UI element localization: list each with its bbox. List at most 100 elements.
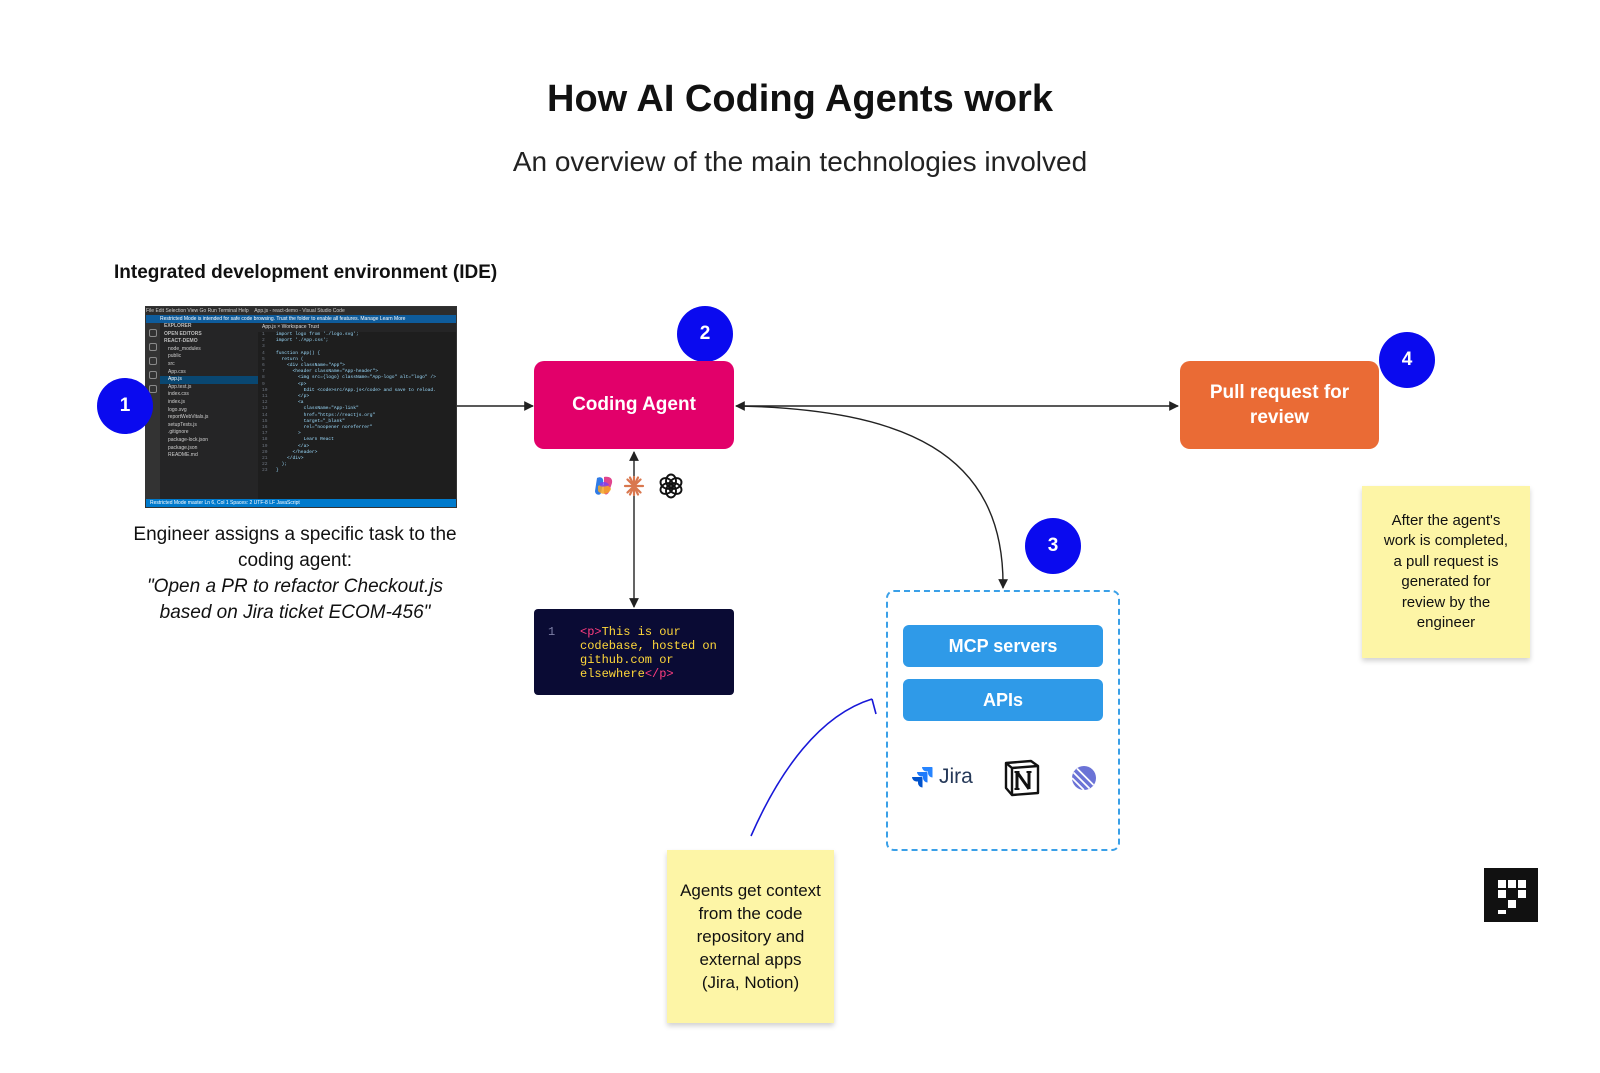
code-line: 21 </div>	[262, 456, 456, 462]
ide-menu: File Edit Selection View Go Run Terminal…	[146, 308, 249, 314]
code-text: }	[276, 468, 279, 474]
line-number: 7	[262, 369, 265, 375]
sticky-note-pull-request: After the agent's work is completed, a p…	[1362, 486, 1530, 658]
code-line: 8 <img src={logo} className="App-logo" a…	[262, 375, 456, 381]
page-subtitle: An overview of the main technologies inv…	[512, 146, 1088, 177]
code-text: import './App.css';	[276, 338, 329, 344]
code-line: 5 return (	[262, 357, 456, 363]
code-line: 22 );	[262, 462, 456, 468]
code-line: 15 target="_blank"	[262, 419, 456, 425]
external-tools-group	[886, 590, 1120, 851]
explorer-file-item: App.js	[160, 376, 258, 384]
line-number: 11	[262, 394, 268, 400]
explorer-file-item: logo.svg	[168, 406, 187, 413]
coding-agent-label: Coding Agent	[572, 394, 696, 415]
mcp-servers-pill: MCP servers	[903, 625, 1103, 667]
ide-screenshot: File Edit Selection View Go Run Terminal…	[145, 306, 457, 508]
ide-restricted-banner: Restricted Mode is intended for safe cod…	[146, 315, 456, 323]
explorer-file-item: public	[168, 353, 182, 360]
code-line: 10 Edit <code>src/App.js</code> and save…	[262, 388, 456, 394]
code-text: </div>	[276, 456, 304, 462]
open-tag: <p>	[580, 625, 602, 639]
line-number: 12	[262, 400, 268, 406]
code-text: </p>	[276, 394, 310, 400]
line-number: 13	[262, 406, 268, 412]
notion-icon	[1004, 759, 1040, 797]
sticky-note-context: Agents get context from the code reposit…	[667, 850, 834, 1023]
code-line: 4 function App() {	[262, 351, 456, 357]
explorer-file-item: README.md	[168, 452, 198, 459]
sticky-note-context-text: Agents get context from the code reposit…	[680, 881, 821, 992]
jira-icon	[912, 767, 933, 788]
line-number: 22	[262, 462, 268, 468]
ide-titlebar: File Edit Selection View Go Run Terminal…	[146, 307, 456, 315]
mcp-servers-label: MCP servers	[948, 635, 1058, 656]
explorer-title: EXPLORER	[164, 323, 192, 329]
explorer-file-item: OPEN EDITORS	[164, 330, 202, 337]
line-number: 20	[262, 449, 268, 455]
explorer-file-item: App.css	[168, 368, 186, 375]
ide-caption: Engineer assigns a specific task to the …	[125, 522, 465, 626]
code-line: 17 >	[262, 431, 456, 437]
pull-request-label: Pull request for review	[1209, 382, 1350, 428]
copilot-icon	[595, 476, 613, 495]
explorer-file-item: src	[168, 360, 175, 367]
line-number: 21	[262, 456, 268, 462]
code-line: 7 <header className="App-header">	[262, 369, 456, 375]
explorer-file-item: package-lock.json	[168, 436, 209, 443]
explorer-file-item: index.css	[168, 391, 189, 398]
apis-label: APIs	[982, 689, 1024, 710]
code-text: href="https://reactjs.org"	[276, 412, 376, 418]
step-badge-2: 2	[677, 306, 733, 362]
ide-statusbar: Restricted Mode master Ln 6, Col 1 Space…	[146, 499, 456, 507]
code-text: import logo from './logo.svg';	[276, 332, 359, 337]
line-number: 16	[262, 425, 268, 431]
step-badge-3: 3	[1025, 518, 1081, 574]
explorer-file-item: App.test.js	[168, 383, 192, 390]
code-line: 6 <div className="App">	[262, 363, 456, 369]
code-text: <div className="App">	[276, 363, 345, 369]
line-number: 14	[262, 412, 268, 418]
code-text: Learn React	[276, 437, 334, 443]
ide-caption-quote: "Open a PR to refactor Checkout.js based…	[146, 576, 444, 623]
jira-logo: Jira	[910, 762, 973, 792]
ide-window-title: App.js - react-demo - Visual Studio Code	[254, 308, 345, 314]
brand-logo-icon	[1484, 868, 1538, 922]
line-number: 4	[262, 350, 265, 356]
code-line: 16 rel="noopener noreferrer"	[262, 425, 456, 431]
line-number: 23	[262, 468, 268, 474]
codebase-card: 1 <p>This is our codebase, hosted on git…	[534, 609, 734, 695]
step-badge-4: 4	[1379, 332, 1435, 388]
code-text: function App() {	[276, 350, 321, 356]
agent-to-tools-arrow	[739, 405, 1009, 589]
line-number: 2	[262, 338, 265, 344]
code-line: 23}	[262, 468, 456, 474]
explorer-file-item: package.json	[168, 444, 198, 451]
explorer-file-item: reportWebVitals.js	[168, 414, 209, 421]
code-text: <p>	[276, 381, 307, 387]
ide-heading: Integrated development environment (IDE)	[114, 262, 498, 283]
line-number: 6	[262, 363, 265, 369]
pull-request-box: Pull request for review	[1180, 361, 1379, 449]
code-text: </header>	[276, 449, 318, 455]
code-line: 1 import logo from './logo.svg';	[262, 332, 456, 338]
context-pointer-curve	[750, 698, 877, 837]
search-icon	[149, 343, 157, 351]
linear-icon	[1071, 766, 1096, 791]
code-line: 9 <p>	[262, 382, 456, 388]
line-number: 1	[262, 332, 265, 337]
line-number: 17	[262, 431, 268, 437]
ide-activity-bar	[146, 323, 160, 499]
code-line: 20 </header>	[262, 450, 456, 456]
explorer-file-item: setupTests.js	[168, 421, 197, 428]
code-text: >	[276, 431, 301, 437]
explorer-file-item: node_modules	[168, 345, 201, 352]
source-control-icon	[149, 357, 157, 365]
claude-icon	[623, 475, 645, 497]
extensions-icon	[149, 385, 157, 393]
code-text: <header className="App-header">	[276, 369, 378, 375]
line-number: 9	[262, 381, 265, 387]
code-line: 3	[262, 344, 456, 350]
explorer-icon	[149, 329, 157, 337]
